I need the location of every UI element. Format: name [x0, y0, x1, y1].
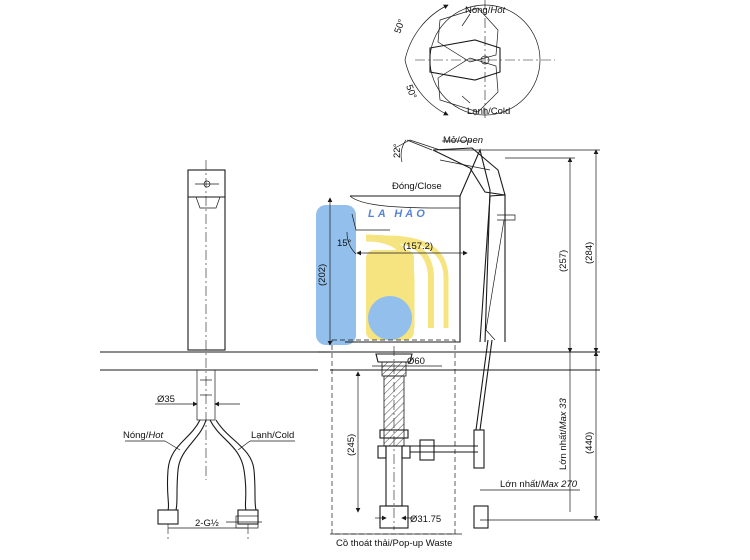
- hot-hose-nut: [157, 509, 179, 525]
- angle-15-label: 15°: [337, 238, 352, 249]
- faucet-body: [479, 194, 506, 343]
- top-view: 50° 50° Nóng/Hot Lạnh/Cold: [392, 0, 555, 120]
- arc-cold: [404, 59, 449, 116]
- handle-cold-outline: [437, 57, 499, 113]
- dim-440-label: (440): [584, 432, 595, 454]
- thread-label: 2-G½: [195, 518, 219, 529]
- dim-157-label: (157.2): [403, 241, 433, 252]
- cold-hose: [209, 419, 247, 511]
- cold-bottom-label: Lạnh/Cold: [251, 430, 294, 441]
- side-view-body: [187, 169, 226, 351]
- handle-center-outline: [429, 39, 501, 81]
- dim-3175-label: Ø31.75: [410, 514, 441, 525]
- watermark-text: LA HÀO: [368, 207, 428, 220]
- hot-bottom-label: Nóng/Hot: [123, 430, 164, 441]
- handle-open: [432, 147, 506, 196]
- dim-245-label: (245): [346, 434, 357, 456]
- hot-top-label: Nóng/Hot: [465, 5, 506, 16]
- max270-label: Lớn nhất/Max 270: [500, 479, 578, 490]
- dim-202-label: (202): [317, 264, 328, 286]
- watermark-logo: LA HÀO: [316, 205, 449, 345]
- angle-top-label: 50°: [392, 18, 407, 35]
- dim-60-label: Ø60: [407, 356, 425, 367]
- dim-35-label: Ø35: [157, 394, 175, 405]
- angle-22-label: 22°: [392, 143, 403, 158]
- angle-bottom-label: 50°: [403, 83, 418, 100]
- open-label: Mở/Open: [443, 135, 483, 146]
- waste-nut: [379, 505, 409, 529]
- dim-284-label: (284): [584, 242, 595, 264]
- popup-plug: [375, 353, 413, 363]
- hot-hose: [166, 419, 201, 511]
- popup-label: Cồ thoát thải/Pop-up Waste: [336, 538, 452, 549]
- cold-top-label: Lạnh/Cold: [467, 106, 510, 117]
- side-view: Ø35 Nóng/Hot Lạnh/Cold 2-G½: [100, 160, 318, 540]
- max33-label: Lớn nhất/Max 33: [558, 398, 569, 470]
- front-view: Cồ thoát thải/Pop-up Waste (202) (157.2)…: [317, 135, 600, 549]
- handle-hot-outline: [437, 7, 499, 63]
- dim-257-label: (257): [558, 250, 569, 272]
- arc-hot: [404, 4, 449, 61]
- close-label: Đóng/Close: [392, 181, 442, 192]
